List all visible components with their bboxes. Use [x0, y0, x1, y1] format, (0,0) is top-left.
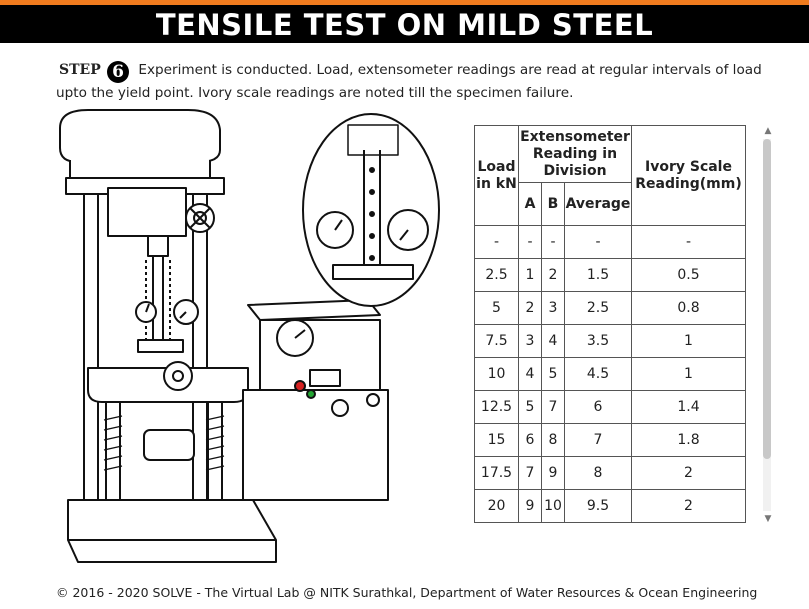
cell-b: - — [541, 225, 565, 259]
cell-a: 3 — [518, 324, 542, 358]
accent-bar — [0, 0, 809, 5]
cell-ivory: - — [631, 225, 746, 259]
cell-a: - — [518, 225, 542, 259]
cell-ivory: 1.8 — [631, 423, 746, 457]
table-row: 5 2 3 2.5 0.8 — [474, 291, 746, 325]
cell-b: 3 — [541, 291, 565, 325]
header-average: Average — [564, 182, 632, 226]
page-title: TENSILE TEST ON MILD STEEL — [0, 5, 809, 43]
cell-load: 20 — [474, 489, 519, 523]
cell-b: 7 — [541, 390, 565, 424]
cell-b: 8 — [541, 423, 565, 457]
table-row: 20 9 10 9.5 2 — [474, 489, 746, 523]
cell-load: 7.5 — [474, 324, 519, 358]
cell-a: 7 — [518, 456, 542, 490]
cell-ivory: 1.4 — [631, 390, 746, 424]
cell-b: 2 — [541, 258, 565, 292]
cell-load: 5 — [474, 291, 519, 325]
chevron-up-icon[interactable]: ▲ — [764, 126, 772, 136]
cell-a: 9 — [518, 489, 542, 523]
cell-ivory: 0.8 — [631, 291, 746, 325]
cell-b: 9 — [541, 456, 565, 490]
step-number-badge: 6 — [107, 61, 130, 83]
header-load: Load in kN — [474, 125, 519, 226]
cell-b: 10 — [541, 489, 565, 523]
cell-load: 12.5 — [474, 390, 519, 424]
cell-load: 17.5 — [474, 456, 519, 490]
cell-average: 1.5 — [564, 258, 632, 292]
cell-load: - — [474, 225, 519, 259]
cell-load: 15 — [474, 423, 519, 457]
step-label: STEP — [59, 62, 101, 78]
cell-b: 4 — [541, 324, 565, 358]
cell-a: 2 — [518, 291, 542, 325]
footer-copyright: © 2016 - 2020 SOLVE - The Virtual Lab @ … — [56, 585, 758, 600]
cell-average: 6 — [564, 390, 632, 424]
table-row: 2.5 1 2 1.5 0.5 — [474, 258, 746, 292]
scrollbar-thumb[interactable] — [763, 139, 771, 459]
cell-b: 5 — [541, 357, 565, 391]
step-instructions: STEP 6 Experiment is conducted. Load, ex… — [56, 60, 796, 104]
cell-ivory: 2 — [631, 456, 746, 490]
header-b: B — [541, 182, 565, 226]
cell-ivory: 1 — [631, 357, 746, 391]
cell-ivory: 1 — [631, 324, 746, 358]
table-row: 17.5 7 9 8 2 — [474, 456, 746, 490]
table-row: 12.5 5 7 6 1.4 — [474, 390, 746, 424]
universal-testing-machine-illustration — [59, 109, 440, 563]
cell-average: 8 — [564, 456, 632, 490]
cell-load: 2.5 — [474, 258, 519, 292]
cell-average: 2.5 — [564, 291, 632, 325]
table-row: - - - - - — [474, 225, 746, 259]
cell-a: 5 — [518, 390, 542, 424]
header-ivory-scale: Ivory Scale Reading(mm) — [631, 125, 746, 226]
cell-a: 1 — [518, 258, 542, 292]
cell-a: 6 — [518, 423, 542, 457]
readings-table: Load in kN Extensometer Reading in Divis… — [474, 125, 746, 523]
cell-average: - — [564, 225, 632, 259]
header-a: A — [518, 182, 542, 226]
cell-average: 4.5 — [564, 357, 632, 391]
table-row: 7.5 3 4 3.5 1 — [474, 324, 746, 358]
table-row: 10 4 5 4.5 1 — [474, 357, 746, 391]
table-row: 15 6 8 7 1.8 — [474, 423, 746, 457]
cell-load: 10 — [474, 357, 519, 391]
header-extensometer: Extensometer Reading in Division — [518, 125, 632, 183]
cell-a: 4 — [518, 357, 542, 391]
cell-average: 7 — [564, 423, 632, 457]
cell-average: 9.5 — [564, 489, 632, 523]
cell-ivory: 2 — [631, 489, 746, 523]
cell-ivory: 0.5 — [631, 258, 746, 292]
chevron-down-icon[interactable]: ▼ — [764, 514, 772, 524]
table-scrollbar[interactable]: ▲ ▼ — [761, 125, 775, 525]
step-text: Experiment is conducted. Load, extensome… — [56, 62, 762, 101]
cell-average: 3.5 — [564, 324, 632, 358]
readings-table-container[interactable]: Load in kN Extensometer Reading in Divis… — [474, 125, 759, 525]
